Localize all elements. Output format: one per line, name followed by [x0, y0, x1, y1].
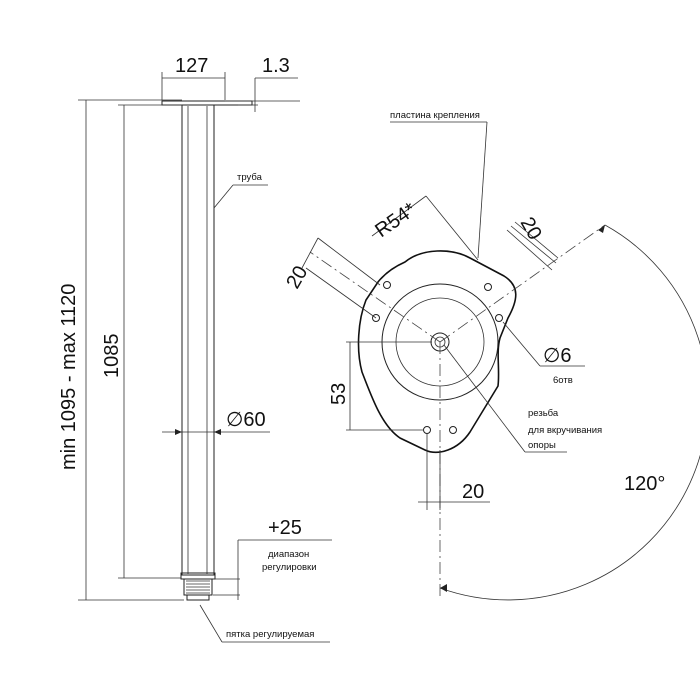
thread-label-line1: резьба: [528, 408, 559, 419]
thread-label-line3: опоры: [528, 440, 556, 451]
angle-arc: [439, 224, 700, 601]
dim-53: 53: [328, 341, 432, 431]
thread-leader: резьба для вкручивания опоры: [443, 344, 602, 453]
angle-label: 120°: [624, 473, 665, 495]
dim-angle-120: 120°: [439, 224, 700, 601]
tube-label: труба: [237, 172, 263, 183]
hole-diameter-leader: ∅6 6отв: [502, 321, 585, 386]
mount-hole: [423, 426, 431, 434]
mount-hole: [495, 314, 503, 322]
mounting-holes: [372, 281, 503, 434]
mount-hole: [383, 281, 391, 289]
hole-diameter-label: ∅6: [543, 345, 572, 367]
offset-left-label: 20: [282, 262, 312, 292]
dim-20-right: 20: [506, 214, 559, 271]
thread-label-line2: для вкручивания: [528, 425, 602, 436]
dim-diameter-60: ∅60: [162, 409, 270, 435]
dim-127: 127: [161, 55, 226, 100]
adjustable-foot: [183, 578, 213, 601]
mount-hole: [372, 314, 380, 322]
dim-overall-height: min 1095 - max 1120: [58, 99, 184, 601]
dim-20-left: 20: [282, 237, 381, 319]
leg-side-view: [161, 100, 253, 601]
mounting-plate-outline: [357, 250, 517, 454]
dim-127-label: 127: [175, 55, 208, 77]
dim-r54: R54*: [371, 195, 479, 261]
adjust-label-line2: регулировки: [262, 562, 317, 573]
plate-top-view: [309, 224, 606, 600]
tube-length-label: 1085: [101, 334, 123, 379]
foot-label: пятка регулируемая: [226, 629, 314, 640]
offset-right-label: 20: [516, 214, 546, 244]
tube-body: [181, 104, 215, 576]
mount-hole: [484, 283, 492, 291]
overall-height-label: min 1095 - max 1120: [58, 284, 80, 470]
foot-leader: пятка регулируемая: [199, 604, 330, 643]
hole-count-label: 6отв: [553, 375, 573, 386]
tube-leader: труба: [213, 172, 268, 209]
plate-label-leader: пластина крепления: [390, 110, 488, 259]
dim-1-3-label: 1.3: [262, 55, 290, 77]
tube-diameter-label: ∅60: [226, 409, 266, 431]
offset-53-label: 53: [328, 383, 350, 405]
adjust-range-leader: +25 диапазон регулировки: [213, 517, 332, 600]
dim-1085: 1085: [101, 104, 182, 579]
adjust-plus-label: +25: [268, 517, 302, 539]
dim-20-bottom: 20: [418, 434, 490, 510]
plate-label: пластина крепления: [390, 110, 480, 121]
mounting-plate-side: [161, 100, 253, 106]
mount-hole: [449, 426, 457, 434]
bottom-spacing-label: 20: [462, 481, 484, 503]
adjust-label-line1: диапазон: [268, 549, 309, 560]
dim-1-3: 1.3: [225, 55, 300, 112]
radius-label: R54*: [371, 198, 420, 242]
